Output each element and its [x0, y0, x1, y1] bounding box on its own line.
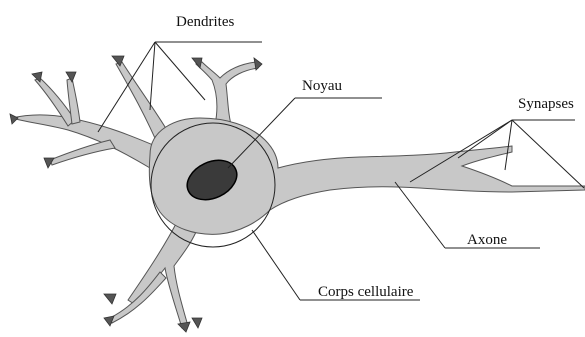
dendrites-pointer-3: [155, 42, 205, 100]
axon-label: Axone: [467, 232, 507, 248]
axon-pointer: [395, 182, 445, 248]
dendrite-left-trunk: [12, 115, 165, 168]
cell-body-pointer: [252, 230, 300, 300]
synapses-pointer-4: [512, 120, 584, 188]
terminal-6: [192, 58, 202, 68]
neuron-body: [12, 62, 585, 328]
cell-body-label: Corps cellulaire: [318, 284, 414, 300]
terminal-8: [104, 294, 116, 304]
nucleus-label: Noyau: [302, 78, 342, 94]
terminal-11: [192, 318, 202, 328]
synapses-label: Synapses: [518, 96, 574, 112]
terminal-10: [178, 322, 190, 332]
dendrites-pointer-2: [150, 42, 155, 110]
dendrite-lower-branch: [110, 272, 166, 323]
terminal-3: [10, 114, 18, 124]
dendrite-left-branch-down: [50, 140, 115, 165]
synapses-pointer-3: [505, 120, 512, 170]
dendrites-label: Dendrites: [176, 14, 234, 30]
